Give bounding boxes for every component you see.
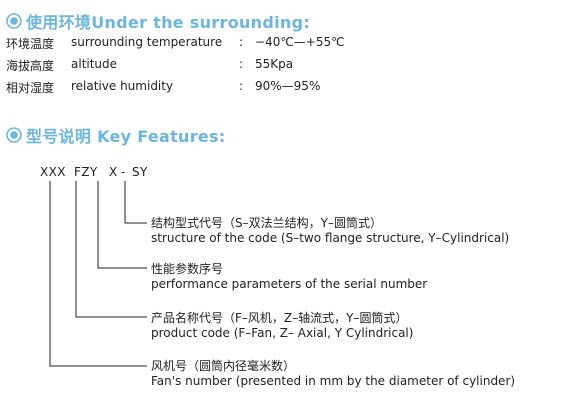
row-label-en: surrounding temperature [71,35,223,49]
code-part-fan-number: XXX [40,165,66,179]
description-cn: 结构型式代号（S–双法兰结构，Y–圆筒式） [151,216,382,230]
connector-line [124,181,147,224]
connector-line [97,181,147,269]
row-separator: : [239,57,244,71]
description-cn: 性能参数序号 [151,262,224,276]
row-label-cn: 相对湿度 [6,81,55,95]
description-item: 结构型式代号（S–双法兰结构，Y–圆筒式） structure of the c… [151,216,509,246]
description-en: Fan's number (presented in mm by the dia… [151,374,516,388]
section-title: 型号说明 Key Features: [26,127,226,146]
description-item: 产品名称代号（F–风机，Z–轴流式，Y–圆筒式） product code (F… [151,311,413,341]
description-en: performance parameters of the serial num… [151,277,428,291]
row-value: −40℃—+55℃ [255,35,345,49]
row-value: 90%—95% [255,79,321,93]
section-heading-key-features: 型号说明 Key Features: [6,123,226,147]
circle-icon [6,127,22,143]
description-cn: 风机号（圆筒内径毫米数） [151,359,296,373]
row-value: 55Kpa [255,57,294,71]
description-item: 风机号（圆筒内径毫米数） Fan's number (presented in … [151,359,515,389]
circle-icon [6,13,22,29]
code-dash: - [121,165,126,179]
row-label-cn: 环境温度 [6,37,55,51]
row-separator: : [239,35,244,49]
description-en: structure of the code (S–two flange stru… [151,231,510,245]
code-part-serial: X [109,165,118,179]
row-label-en: relative humidity [71,79,174,93]
row-label-cn: 海拔高度 [6,59,55,73]
description-item: 性能参数序号 performance parameters of the ser… [151,262,427,292]
connector-line [75,181,147,318]
description-en: product code (F–Fan, Z– Axial, Y Cylindr… [151,326,414,340]
section-heading-environment: 使用环境Under the surrounding: [6,9,310,33]
section-title: 使用环境Under the surrounding: [26,13,311,32]
row-label-en: altitude [71,57,118,71]
code-part-structure: SY [132,165,148,179]
description-cn: 产品名称代号（F–风机，Z–轴流式，Y–圆筒式） [151,311,408,325]
code-part-product: FZY [74,165,98,179]
row-separator: : [239,79,244,93]
connector-line [49,181,147,367]
